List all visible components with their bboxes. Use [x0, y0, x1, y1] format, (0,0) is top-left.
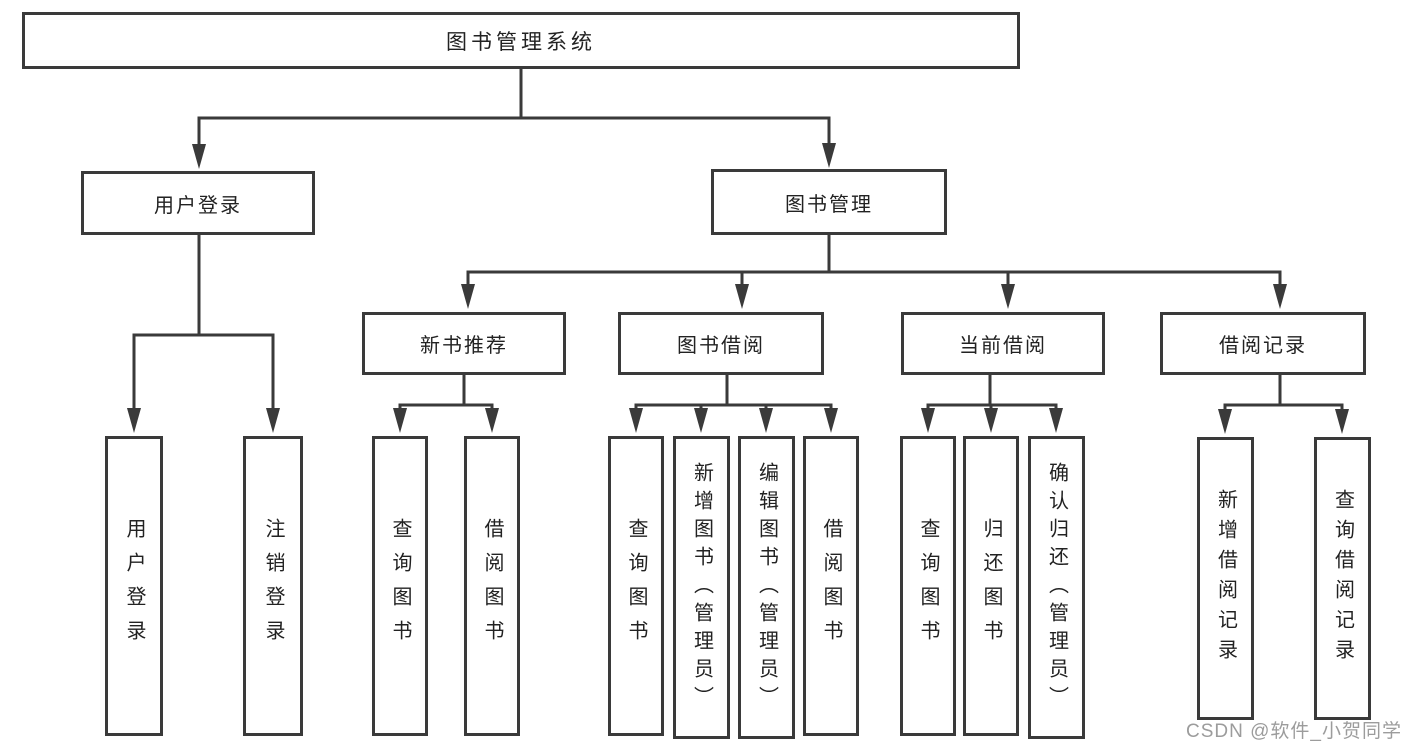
leaf-add-borrow-record-label: 新增借阅记录: [1214, 488, 1237, 669]
node-borrowing-records: 借阅记录: [1160, 312, 1366, 375]
leaf-return-books-label: 归还图书: [980, 518, 1002, 654]
node-user-login: 用户登录: [81, 171, 315, 235]
leaf-borrow-books-borrowing: 借阅图书: [803, 436, 859, 736]
leaf-query-books-current-label: 查询图书: [917, 518, 939, 654]
node-library-management-system: 图书管理系统: [22, 12, 1020, 69]
leaf-logout-login-label: 注销登录: [262, 518, 284, 654]
leaf-query-borrow-record-label: 查询借阅记录: [1331, 488, 1354, 669]
leaf-edit-book-admin-label: 编辑图书（管理员）: [755, 461, 778, 714]
leaf-query-borrow-record: 查询借阅记录: [1314, 437, 1371, 720]
leaf-confirm-return-admin-label: 确认归还（管理员）: [1045, 461, 1068, 714]
leaf-add-book-admin: 新增图书（管理员）: [673, 436, 730, 739]
leaf-user-login-label: 用户登录: [123, 518, 145, 654]
watermark: CSDN @软件_小贺同学: [1186, 721, 1402, 742]
leaf-query-books-recommend-label: 查询图书: [389, 518, 411, 654]
leaf-logout-login: 注销登录: [243, 436, 303, 736]
leaf-query-books-borrowing-label: 查询图书: [625, 518, 647, 654]
leaf-confirm-return-admin: 确认归还（管理员）: [1028, 436, 1085, 739]
leaf-edit-book-admin: 编辑图书（管理员）: [738, 436, 795, 739]
leaf-borrow-books-borrowing-label: 借阅图书: [820, 518, 842, 654]
leaf-user-login: 用户登录: [105, 436, 163, 736]
node-new-book-recommend: 新书推荐: [362, 312, 566, 375]
node-current-borrowing: 当前借阅: [901, 312, 1105, 375]
leaf-borrow-books-recommend: 借阅图书: [464, 436, 520, 736]
leaf-add-borrow-record: 新增借阅记录: [1197, 437, 1254, 720]
leaf-return-books: 归还图书: [963, 436, 1019, 736]
leaf-borrow-books-recommend-label: 借阅图书: [481, 518, 503, 654]
node-book-borrowing: 图书借阅: [618, 312, 824, 375]
node-book-management: 图书管理: [711, 169, 947, 235]
leaf-query-books-recommend: 查询图书: [372, 436, 428, 736]
leaf-add-book-admin-label: 新增图书（管理员）: [690, 461, 713, 714]
leaf-query-books-borrowing: 查询图书: [608, 436, 664, 736]
leaf-query-books-current: 查询图书: [900, 436, 956, 736]
